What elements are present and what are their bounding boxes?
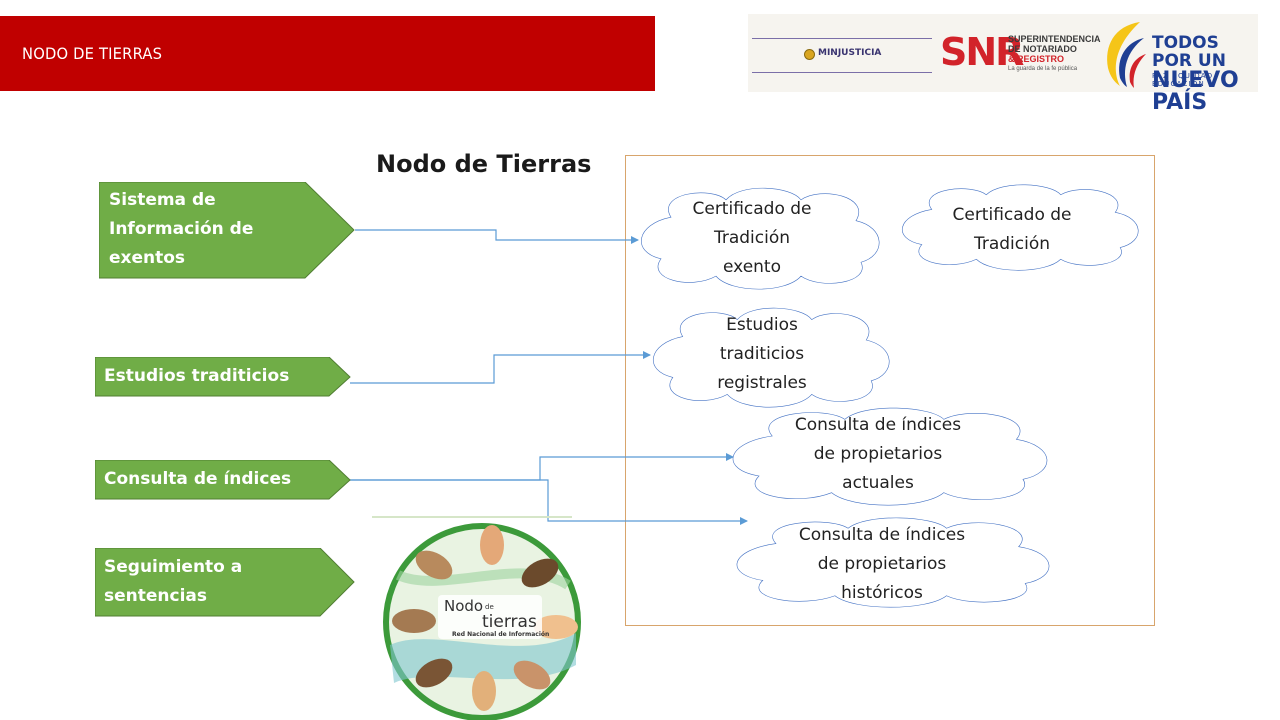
connector-sistema-to-cert-exento [355, 229, 639, 244]
connector-consulta-to-actuales [350, 453, 734, 481]
cloud-text-cert-exento: Certificado de Tradición exento [692, 199, 812, 277]
minjusticia-label: MINJUSTICIA [818, 48, 882, 58]
input-label-sistema: Sistema de Información de exentos [109, 190, 254, 268]
logo-text-tierras: tierras [482, 612, 537, 632]
header-title: NODO DE TIERRAS [22, 44, 163, 63]
logo-text-sub: Red Nacional de Información [452, 631, 549, 638]
input-arrow-sistema [99, 182, 355, 279]
header-bar: NODO DE TIERRAS [0, 16, 655, 91]
todos-subtitle: PAZ EQUIDAD EDUCACIÓN [1152, 72, 1214, 88]
snr-logo: SNR [940, 30, 1024, 74]
cloud-cert [897, 183, 1145, 271]
cloud-text-consulta-actuales: Consulta de índices de propietarios actu… [794, 415, 962, 493]
logo-text-de: de [485, 603, 494, 611]
logo-text-nodo: Nodo [444, 597, 483, 615]
cloud-text-estudios-reg: Estudios traditicios registrales [717, 315, 807, 393]
cloud-estudios-reg [648, 306, 896, 408]
seal-icon [804, 49, 815, 60]
input-arrow-estudios [95, 357, 351, 397]
input-label-consulta: Consulta de índices [104, 469, 292, 489]
cloud-consulta-actuales [726, 406, 1056, 506]
cloud-consulta-historicos [730, 516, 1058, 608]
cloud-cert-exento [636, 186, 886, 290]
logo-strip: MINJUSTICIA SNR SUPERINTENDENCIA DE NOTA… [748, 14, 1258, 114]
connector-estudios-to-estudios-reg [350, 351, 651, 384]
hand-icon [392, 525, 578, 711]
todos-por-un-nuevo-pais-emblem-icon [1107, 22, 1146, 88]
cloud-text-cert: Certificado de Tradición [952, 205, 1072, 254]
outputs-frame [625, 155, 1155, 626]
input-arrow-consulta [95, 460, 351, 500]
snr-subtitle: SUPERINTENDENCIA DE NOTARIADO & REGISTRO… [1008, 34, 1101, 72]
input-arrow-seguimiento [95, 548, 355, 617]
nodo-de-tierras-logo: Nodo de tierras Red Nacional de Informac… [372, 516, 581, 720]
todos-por-un-nuevo-pais-label: TODOS POR UN NUEVO PAÍS [1152, 33, 1239, 115]
diagram-title: Nodo de Tierras [376, 150, 592, 178]
cloud-text-consulta-historicos: Consulta de índices de propietarios hist… [798, 525, 966, 603]
input-label-estudios: Estudios traditicios [104, 366, 290, 386]
minjusticia-logo: MINJUSTICIA [752, 34, 932, 74]
input-label-seguimiento: Seguimiento a sentencias [104, 557, 243, 606]
connector-consulta-to-historicos [350, 479, 748, 525]
